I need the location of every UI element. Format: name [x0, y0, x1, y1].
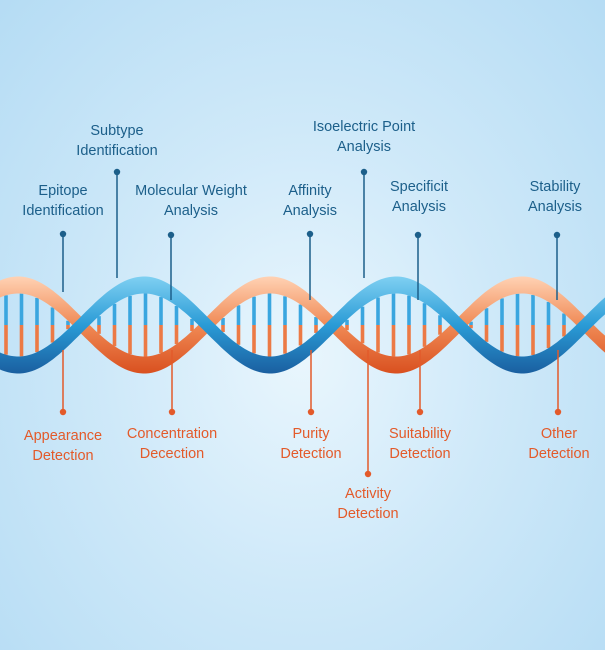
base-pair-segment — [50, 325, 55, 343]
leader-lines — [59, 168, 562, 478]
base-pair-segment — [159, 297, 163, 325]
base-pair-segment — [391, 293, 396, 325]
bottom-leader-dot — [59, 408, 67, 416]
base-pair-segment — [360, 325, 365, 344]
label-appearance-detection: Appearance Detection — [23, 428, 103, 464]
base-pair-segment — [97, 316, 101, 325]
base-pair-segment — [345, 319, 349, 325]
bottom-leader-dot — [364, 470, 372, 478]
base-pair-segment — [221, 317, 225, 325]
base-pair-segment — [484, 325, 489, 342]
base-pair-segment — [267, 325, 272, 357]
base-pair-segment — [283, 325, 287, 354]
base-pair-segment — [19, 325, 24, 357]
base-pair-segment — [360, 306, 365, 325]
label-concentration-decection: Concentration Decection — [126, 426, 218, 462]
base-pair-segment — [438, 315, 442, 325]
base-pair-segment — [531, 294, 535, 325]
top-leader-dot — [414, 231, 422, 239]
base-pair-segment — [376, 325, 380, 353]
base-pair-segment — [190, 325, 194, 332]
base-pair-segment — [4, 325, 8, 355]
label-purity-detection: Purity Detection — [280, 426, 342, 462]
label-isoelectric-point-analysis: Isoelectric Point Analysis — [312, 119, 416, 155]
top-leader-dot — [167, 231, 175, 239]
base-pair-segment — [128, 325, 132, 355]
base-pair-segment — [562, 313, 566, 325]
base-pair-segment — [252, 296, 256, 325]
bottom-leader-dot — [168, 408, 176, 416]
base-pair-segment — [298, 304, 303, 325]
base-pair-segment — [35, 325, 39, 353]
dna-strands — [0, 276, 605, 374]
base-pair-segment — [283, 296, 287, 325]
base-pair-segment — [298, 325, 303, 346]
base-pair-segment — [112, 325, 117, 347]
blue-strand — [0, 276, 605, 374]
base-pair-segment — [314, 317, 318, 325]
base-pair-segment — [4, 295, 8, 325]
base-pair-segment — [546, 325, 551, 349]
orange-strand — [0, 276, 605, 374]
base-pair-segment — [97, 325, 101, 334]
label-specificit-analysis: Specificit Analysis — [389, 179, 449, 215]
base-pair-segment — [236, 325, 241, 345]
base-pair-segment — [66, 320, 70, 325]
base-pair-segment — [267, 293, 272, 325]
base-pair-segment — [546, 301, 551, 325]
base-pair-segment — [407, 325, 411, 355]
base-pair-segment — [500, 298, 504, 325]
label-affinity-analysis: Affinity Analysis — [283, 183, 337, 219]
base-pair-segment — [469, 325, 473, 329]
label-molecular-weight-analysis: Molecular Weight Analysis — [135, 183, 247, 219]
label-subtype-identification: Subtype Identification — [76, 123, 158, 159]
label-activity-detection: Activity Detection — [337, 486, 399, 522]
base-pair-segment — [469, 321, 473, 325]
base-pair-segment — [159, 325, 163, 353]
label-epitope-identification: Epitope Identification — [22, 183, 104, 219]
base-pair-segment — [66, 325, 70, 330]
base-pair-segment — [35, 297, 39, 325]
base-pair-segment — [562, 325, 566, 337]
base-pair-segment — [422, 325, 427, 347]
base-pair-segment — [143, 325, 148, 357]
base-pair-segment — [391, 325, 396, 357]
base-pair-segment — [190, 318, 194, 325]
label-suitability-detection: Suitability Detection — [388, 426, 452, 462]
top-leader-dot — [360, 168, 368, 176]
base-pair-segment — [221, 325, 225, 333]
base-pair-segment — [422, 303, 427, 325]
base-pair-segment — [515, 325, 520, 357]
base-pair-segment — [515, 293, 520, 325]
top-leader-dot — [59, 230, 67, 238]
bottom-leader-dot — [554, 408, 562, 416]
base-pair-segment — [314, 325, 318, 333]
top-leader-dot — [553, 231, 561, 239]
base-pair-segment — [438, 325, 442, 335]
base-pair-segment — [236, 305, 241, 325]
label-stability-analysis: Stability Analysis — [528, 179, 582, 215]
bottom-leader-dot — [416, 408, 424, 416]
base-pair-segment — [407, 295, 411, 325]
bottom-leader-dot — [307, 408, 315, 416]
base-pair-segment — [19, 293, 24, 325]
base-pair-segment — [500, 325, 504, 352]
top-leader-dot — [113, 168, 121, 176]
base-pair-segment — [112, 303, 117, 325]
label-other-detection: Other Detection — [528, 426, 590, 462]
base-pair-segment — [345, 325, 349, 331]
base-pair-segment — [50, 307, 55, 325]
base-pair-segment — [128, 295, 132, 325]
base-pair-segment — [143, 293, 148, 325]
base-pair-segment — [484, 308, 489, 325]
base-pair-segment — [174, 305, 179, 325]
base-pair-segment — [174, 325, 179, 345]
base-pair-segment — [252, 325, 256, 354]
base-pair-segment — [376, 297, 380, 325]
dna-base-pairs — [4, 293, 566, 357]
top-leader-dot — [306, 230, 314, 238]
base-pair-segment — [531, 325, 535, 356]
